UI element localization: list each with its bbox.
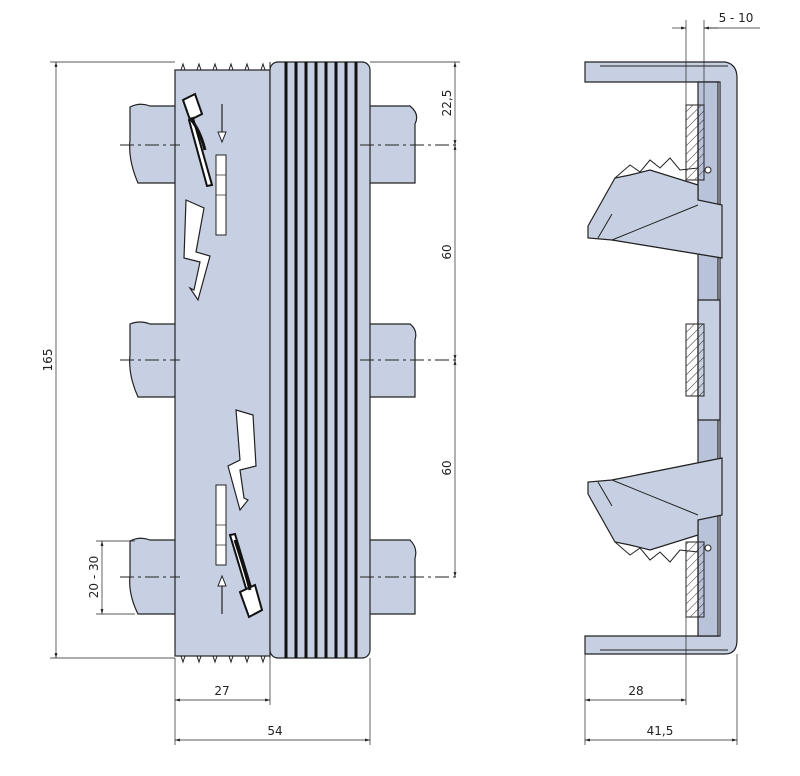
dim-half-width: 27 xyxy=(214,684,229,698)
ribs xyxy=(284,62,358,658)
dim-pitch-2: 60 xyxy=(440,460,454,475)
arrow-down-icon xyxy=(217,104,227,144)
dim-rail-width: 20 - 30 xyxy=(87,556,101,599)
teeth-top xyxy=(180,62,266,71)
dim-full-width: 54 xyxy=(267,724,282,738)
side-view: 5 - 10 28 41,5 xyxy=(584,11,760,745)
front-view: 165 20 - 30 22,5 60 60 27 54 xyxy=(41,61,460,745)
section-upper xyxy=(685,104,705,181)
dim-height-total: 165 xyxy=(41,349,55,372)
dim-side-total: 41,5 xyxy=(647,724,674,738)
screwdriver-icon xyxy=(181,92,214,188)
dim-upper-pitch: 22,5 xyxy=(440,90,454,117)
dim-thickness: 5 - 10 xyxy=(719,11,754,25)
arrow-up-icon xyxy=(217,574,227,614)
dim-pitch-1: 60 xyxy=(440,244,454,259)
teeth-bottom xyxy=(180,655,266,664)
lightning-icon xyxy=(227,409,257,512)
screwdriver-icon xyxy=(228,532,264,619)
dim-side-depth: 28 xyxy=(628,684,643,698)
section-lower xyxy=(685,541,705,618)
section-middle xyxy=(685,323,705,397)
lightning-icon xyxy=(183,199,211,302)
